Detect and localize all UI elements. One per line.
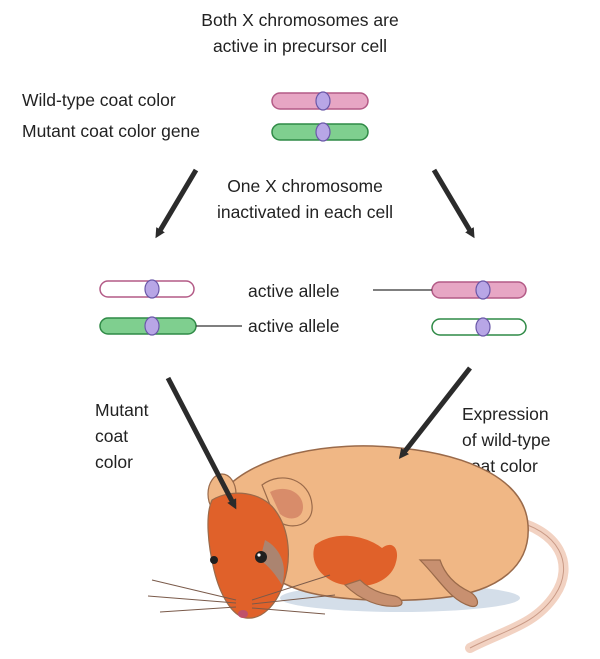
wildtype-label: Wild-type coat color [22, 90, 176, 110]
mutant-fur-patch-side [313, 535, 398, 587]
mutant-label: Mutant coat color gene [22, 121, 201, 141]
mouse-illustration [147, 445, 569, 653]
arrow-to-left-cell [155, 168, 199, 239]
inactivation-line-1: One X chromosome [227, 176, 383, 196]
precursor-wildtype-chromosome [271, 91, 369, 111]
mouse-cheek-shade [260, 540, 285, 585]
left-active-allele-label: active allele [248, 316, 340, 336]
mouse-eye-icon [255, 551, 267, 563]
mouse-tail-outline [469, 519, 564, 649]
left-cell-inactive-wildtype-chromosome [99, 279, 195, 299]
left-cell-active-mutant-chromosome [99, 316, 197, 336]
centromere-icon [315, 122, 331, 142]
mutant-coat-line-2: coat [95, 426, 129, 446]
arrow-to-wildtype-coat [398, 366, 472, 459]
right-cell-inactive-mutant-chromosome [431, 317, 527, 337]
mutant-coat-line-3: color [95, 452, 133, 472]
centromere-icon [144, 316, 160, 336]
centromere-icon [315, 91, 331, 111]
mouse-back-leg [418, 559, 479, 608]
mouse-whiskers [147, 574, 336, 615]
mouse-eye-highlight [257, 553, 261, 557]
right-active-allele-label: active allele [248, 281, 340, 301]
right-cell-active-wildtype-chromosome [431, 280, 527, 300]
mouse-front-leg [343, 579, 403, 607]
arrow-to-right-cell [431, 168, 475, 239]
wildtype-expression-line-1: Expression [462, 404, 549, 424]
mouse-eye-far-icon [210, 556, 218, 564]
header-line-2: active in precursor cell [212, 36, 388, 56]
mouse-ear-inner [270, 488, 303, 519]
header-line-1: Both X chromosomes are [201, 10, 399, 30]
precursor-mutant-chromosome [271, 122, 369, 142]
centromere-icon [475, 280, 491, 300]
arrow-to-mutant-coat [165, 376, 237, 510]
centromere-icon [144, 279, 160, 299]
centromere-icon [475, 317, 491, 337]
inactivation-line-2: inactivated in each cell [216, 202, 394, 222]
wildtype-expression-line-2: of wild-type [462, 430, 551, 450]
mutant-coat-line-1: Mutant [95, 400, 149, 420]
mouse-nose [238, 610, 248, 618]
